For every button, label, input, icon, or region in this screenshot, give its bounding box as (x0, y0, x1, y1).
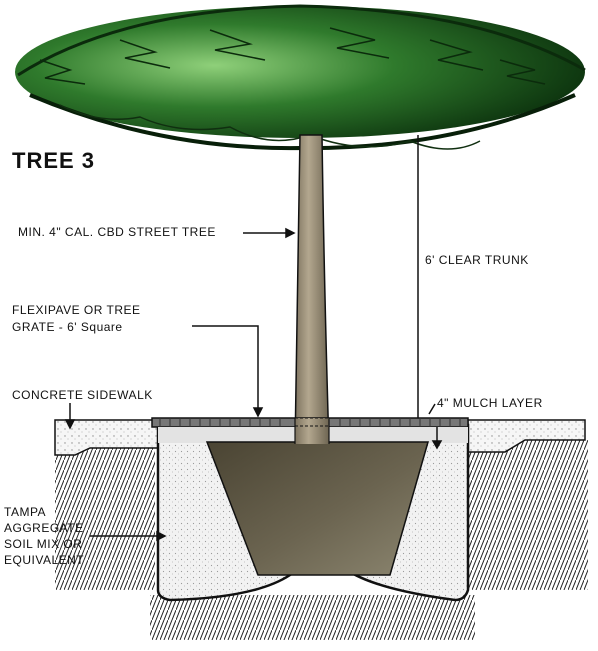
native-soil-hatching (55, 440, 588, 640)
sidewalk-label: CONCRETE SIDEWALK (12, 388, 153, 402)
mulch-label: 4" MULCH LAYER (437, 396, 543, 410)
grate-label-line1: FLEXIPAVE OR TREE (12, 303, 141, 317)
diagram-title: TREE 3 (12, 148, 96, 173)
root-ball (205, 441, 429, 576)
tree-canopy (15, 4, 586, 151)
soil-label-line2: AGGREGATE (4, 521, 84, 535)
grate-label-line2: GRATE - 6' Square (12, 320, 123, 334)
tree-trunk (294, 134, 330, 449)
soil-label-line1: TAMPA (4, 505, 47, 519)
leader-lines (64, 227, 443, 542)
soil-label-line4: EQUIVALENT (4, 553, 85, 567)
street-tree-label: MIN. 4" CAL. CBD STREET TREE (18, 225, 216, 239)
soil-label-line3: SOIL MIX OR (4, 537, 83, 551)
clear-trunk-label: 6' CLEAR TRUNK (425, 253, 529, 267)
